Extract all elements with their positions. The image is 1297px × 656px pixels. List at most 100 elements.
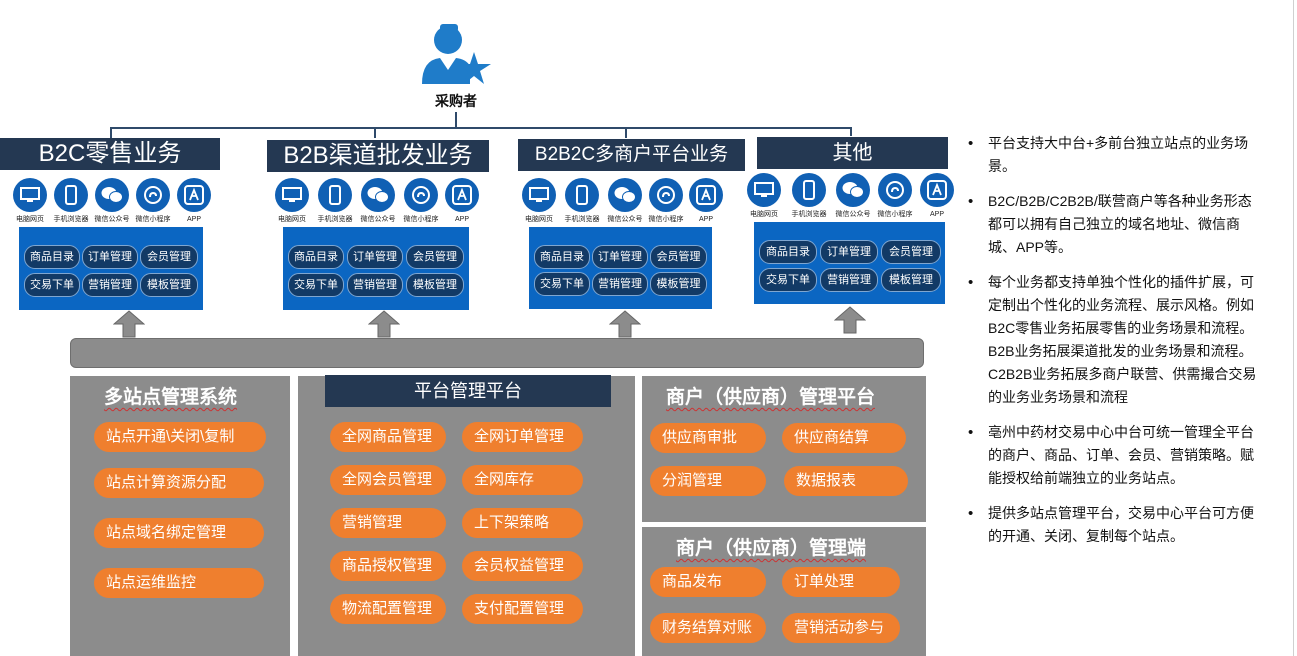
connector-horizontal <box>110 127 852 129</box>
wechat-miniprogram-icon: 微信小程序 <box>135 178 171 224</box>
app-store-icon: APP <box>176 178 212 224</box>
platform-item: 支付配置管理 <box>462 594 583 624</box>
module-panel-b2c: 商品目录 订单管理 会员管理 交易下单 营销管理 模板管理 <box>19 227 203 310</box>
module-chip: 模板管理 <box>406 273 464 297</box>
connector-vertical <box>455 112 457 128</box>
mobile-browser-icon: 手机浏览器 <box>53 178 89 224</box>
module-chip: 订单管理 <box>820 240 878 264</box>
merchant-client-item: 营销活动参与 <box>782 613 900 643</box>
connector-drop-1 <box>110 127 112 138</box>
connector-drop-3 <box>625 127 627 138</box>
merchant-client-item: 商品发布 <box>650 567 766 597</box>
pc-web-icon: 电脑网页 <box>12 178 48 224</box>
module-chip: 营销管理 <box>82 273 138 297</box>
platform-panel: 平台管理平台 全网商品管理 全网订单管理 全网会员管理 全网库存 营销管理 上下… <box>298 375 635 656</box>
connector-drop-2 <box>374 127 376 138</box>
wechat-official-icon: 微信公众号 <box>607 178 643 224</box>
module-chip: 模板管理 <box>650 272 707 296</box>
module-chip: 营销管理 <box>820 268 878 292</box>
platform-item: 全网商品管理 <box>330 422 446 452</box>
multisite-panel: 多站点管理系统 站点开通\关闭\复制 站点计算资源分配 站点域名绑定管理 站点运… <box>70 376 290 656</box>
module-chip: 会员管理 <box>406 245 464 269</box>
feature-bullets: 平台支持大中台+多前台独立站点的业务场景。 B2C/B2B/C2B2B/联营商户… <box>968 132 1258 560</box>
module-chip: 商品目录 <box>759 240 817 264</box>
channel-icons-other: 电脑网页 手机浏览器 微信公众号 微信小程序 APP <box>746 173 956 221</box>
mobile-browser-icon: 手机浏览器 <box>791 173 827 219</box>
pc-web-icon: 电脑网页 <box>746 173 782 219</box>
channel-icons-b2c: 电脑网页 手机浏览器 微信公众号 微信小程序 APP <box>12 178 212 226</box>
platform-item: 营销管理 <box>330 508 446 538</box>
right-border-line <box>1293 0 1294 656</box>
wechat-miniprogram-icon: 微信小程序 <box>403 178 439 224</box>
platform-item: 物流配置管理 <box>330 594 446 624</box>
buyer-label: 采购者 <box>435 93 477 109</box>
up-arrow-icon <box>113 310 145 338</box>
channel-icons-b2b2c: 电脑网页 手机浏览器 微信公众号 微信小程序 APP <box>521 178 724 226</box>
module-chip: 交易下单 <box>24 273 80 297</box>
module-chip: 交易下单 <box>759 268 817 292</box>
merchant-platform-panel: 商户（供应商）管理平台 供应商审批 供应商结算 分润管理 数据报表 <box>642 376 926 522</box>
bullet-item: 亳州中药材交易中心中台可统一管理全平台的商户、商品、订单、会员、营销策略。赋能授… <box>968 421 1258 490</box>
platform-item: 全网库存 <box>462 465 583 495</box>
merchant-client-item: 财务结算对账 <box>650 613 766 643</box>
mobile-browser-icon: 手机浏览器 <box>317 178 353 224</box>
module-chip: 会员管理 <box>140 245 198 269</box>
app-store-icon: APP <box>919 173 955 219</box>
module-chip: 商品目录 <box>24 245 80 269</box>
bullet-item: B2C/B2B/C2B2B/联营商户等各种业务形态 都可以拥有自己独立的域名地址… <box>968 190 1258 259</box>
channel-icons-b2b: 电脑网页 手机浏览器 微信公众号 微信小程序 APP <box>274 178 479 226</box>
pc-web-icon: 电脑网页 <box>521 178 557 224</box>
module-chip: 商品目录 <box>534 245 590 269</box>
module-chip: 订单管理 <box>347 245 403 269</box>
module-chip: 营销管理 <box>347 273 403 297</box>
module-panel-other: 商品目录 订单管理 会员管理 交易下单 营销管理 模板管理 <box>754 222 945 304</box>
platform-item: 商品授权管理 <box>330 551 446 581</box>
app-store-icon: APP <box>444 178 480 224</box>
module-chip: 模板管理 <box>140 273 198 297</box>
module-chip: 商品目录 <box>288 245 344 269</box>
bullet-item: 平台支持大中台+多前台独立站点的业务场景。 <box>968 132 1258 178</box>
up-arrow-icon <box>609 310 641 338</box>
bullet-item: 每个业务都支持单独个性化的插件扩展，可定制出个性化的业务流程、展示风格。例如B2… <box>968 271 1258 409</box>
module-chip: 交易下单 <box>534 272 590 296</box>
business-title-b2b2c: B2B2C多商户平台业务 <box>518 139 745 171</box>
pc-web-icon: 电脑网页 <box>274 178 310 224</box>
multisite-item: 站点计算资源分配 <box>94 468 264 498</box>
module-panel-b2b2c: 商品目录 订单管理 会员管理 交易下单 营销管理 模板管理 <box>529 227 712 309</box>
buyer-icon <box>418 18 494 90</box>
module-chip: 模板管理 <box>881 268 941 292</box>
merchant-platform-item: 分润管理 <box>650 466 766 496</box>
merchant-platform-title: 商户（供应商）管理平台 <box>666 387 876 408</box>
merchant-client-title: 商户（供应商）管理端 <box>676 538 867 559</box>
multisite-item: 站点开通\关闭\复制 <box>94 422 266 452</box>
multisite-item: 站点运维监控 <box>94 568 264 598</box>
platform-title: 平台管理平台 <box>325 375 611 407</box>
wechat-official-icon: 微信公众号 <box>94 178 130 224</box>
merchant-platform-item: 供应商审批 <box>650 423 766 453</box>
merchant-client-panel: 商户（供应商）管理端 商品发布 订单处理 财务结算对账 营销活动参与 <box>642 527 926 656</box>
multisite-title: 多站点管理系统 <box>104 387 238 408</box>
merchant-platform-item: 数据报表 <box>784 466 908 496</box>
wechat-official-icon: 微信公众号 <box>835 173 871 219</box>
platform-item: 会员权益管理 <box>462 551 583 581</box>
app-store-icon: APP <box>688 178 724 224</box>
business-title-other: 其他 <box>757 137 948 169</box>
module-chip: 订单管理 <box>82 245 138 269</box>
multisite-item: 站点域名绑定管理 <box>94 518 264 548</box>
module-chip: 交易下单 <box>288 273 344 297</box>
module-panel-b2b: 商品目录 订单管理 会员管理 交易下单 营销管理 模板管理 <box>283 227 469 310</box>
business-title-b2c: B2C零售业务 <box>0 138 220 170</box>
module-chip: 订单管理 <box>592 245 648 269</box>
platform-item: 全网订单管理 <box>462 422 583 452</box>
connector-drop-4 <box>850 127 852 136</box>
business-title-b2b: B2B渠道批发业务 <box>267 140 489 172</box>
wechat-miniprogram-icon: 微信小程序 <box>648 178 684 224</box>
module-chip: 营销管理 <box>592 272 648 296</box>
bullet-item: 提供多站点管理平台，交易中心平台可方便的开通、关闭、复制每个站点。 <box>968 502 1258 548</box>
mobile-browser-icon: 手机浏览器 <box>564 178 600 224</box>
wechat-official-icon: 微信公众号 <box>360 178 396 224</box>
up-arrow-icon <box>834 306 866 334</box>
platform-item: 上下架策略 <box>462 508 583 538</box>
wechat-miniprogram-icon: 微信小程序 <box>877 173 913 219</box>
module-chip: 会员管理 <box>650 245 707 269</box>
